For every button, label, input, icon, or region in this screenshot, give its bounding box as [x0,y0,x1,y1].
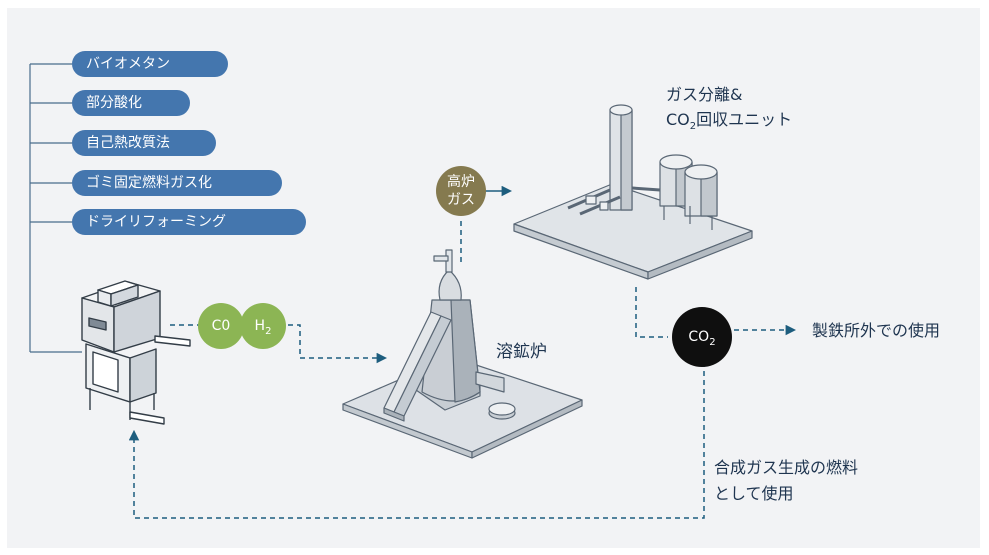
h2-subscript: 2 [265,325,272,337]
blast-furnace-gas-node: 高炉 ガス [436,166,486,216]
h2-gas-label: H [254,318,266,334]
flow-co2-to-gasifier [128,362,705,519]
co-gas-node: C0 [198,303,244,349]
process-method-autothermal-reforming: 自己熱改質法 [72,130,216,156]
co2-subscript: 2 [709,336,716,348]
flow-lines [128,185,797,519]
co2-label: CO [688,329,710,345]
process-tree-connector [29,63,82,353]
process-method-dry-reforming: ドライリフォーミング [72,209,306,235]
flow-unit-to-co2 [635,287,668,338]
smelting-furnace-label: 溶鉱炉 [496,342,547,362]
process-method-partial-oxidation: 部分酸化 [72,90,190,116]
external-use-label: 製鉄所外での使用 [812,321,941,340]
separation-unit-label: ガス分離& CO2回収ユニット [666,82,792,139]
co2-node: CO2 [672,307,732,367]
syngas-fuel-line2: として使用 [714,484,794,503]
syngas-fuel-line1: 合成ガス生成の燃料 [714,458,859,477]
h2-gas-node: H2 [240,303,286,349]
co-gas-label: C0 [211,318,231,334]
blast-furnace-gas-line1: 高炉 [447,174,475,190]
blast-furnace-gas-line2: ガス [447,192,475,208]
flow-gas-to-furnace [288,324,388,364]
process-method-biomethane: バイオメタン [72,51,228,77]
gasifier-illustration [81,280,191,425]
separation-unit-illustration [513,104,753,280]
separation-unit-line2: CO2回収ユニット [666,110,793,133]
smelting-furnace-illustration [342,249,583,459]
syngas-fuel-label: 合成ガス生成の燃料 として使用 [714,455,858,507]
process-method-waste-gasification: ゴミ固定燃料ガス化 [72,170,282,196]
separation-unit-line1: ガス分離& [666,85,743,104]
